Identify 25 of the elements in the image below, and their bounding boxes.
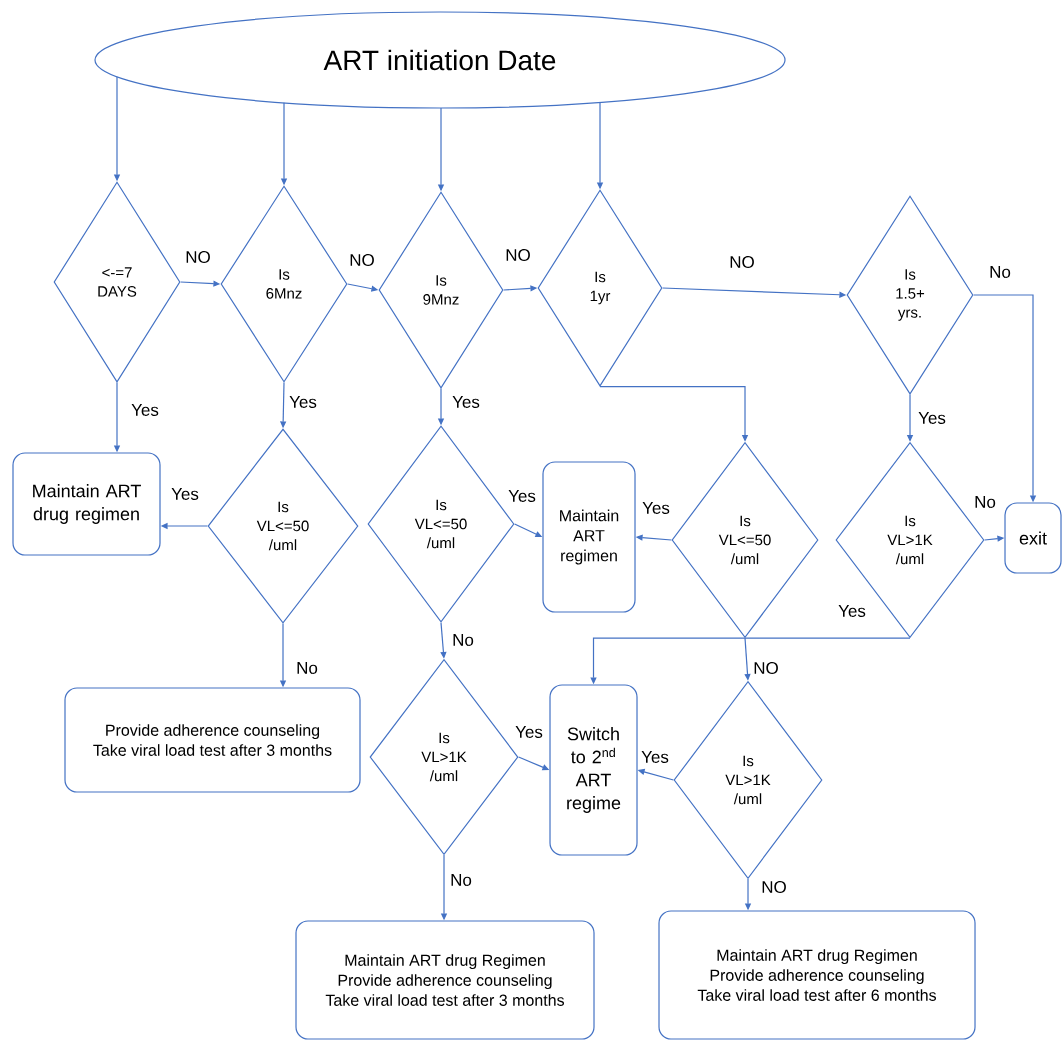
process-box: Maintain ART drug Regimen Provide adherence counseling Take viral load test after 3 months (295, 920, 595, 1040)
edge-label: Yes (641, 501, 671, 515)
edge-label: NO (504, 248, 532, 262)
edge-label: NO (348, 253, 376, 267)
edge-label: NO (184, 250, 212, 264)
edge-label: Yes (451, 395, 481, 409)
edge-label: NO (728, 255, 756, 269)
process-box: Maintain ART drug regimen (12, 452, 161, 556)
edge-label: Yes (288, 395, 318, 409)
edge-label: Yes (837, 604, 867, 618)
edge-label: Yes (917, 411, 947, 425)
edge-label: Yes (130, 403, 160, 417)
edge-label: No (295, 661, 319, 675)
edge-label: No (449, 873, 473, 887)
process-box: Provide adherence counseling Take viral load test after 3 months (64, 687, 361, 793)
edge-label: No (451, 633, 475, 647)
edge-label: NO (752, 661, 780, 676)
edge-label: Yes (640, 750, 670, 764)
edge-label: No (988, 265, 1012, 279)
edge-label: NO (760, 880, 788, 895)
process-box: Switch to 2$^{nd}$ ART regime (549, 684, 638, 856)
process-box: exit (1004, 502, 1062, 574)
process-box: Maintain ART regimen (542, 461, 636, 613)
edge-label: Yes (170, 487, 200, 501)
process-box: Maintain ART drug Regimen Provide adherence counseling Take viral load test after 6 months (658, 910, 976, 1040)
